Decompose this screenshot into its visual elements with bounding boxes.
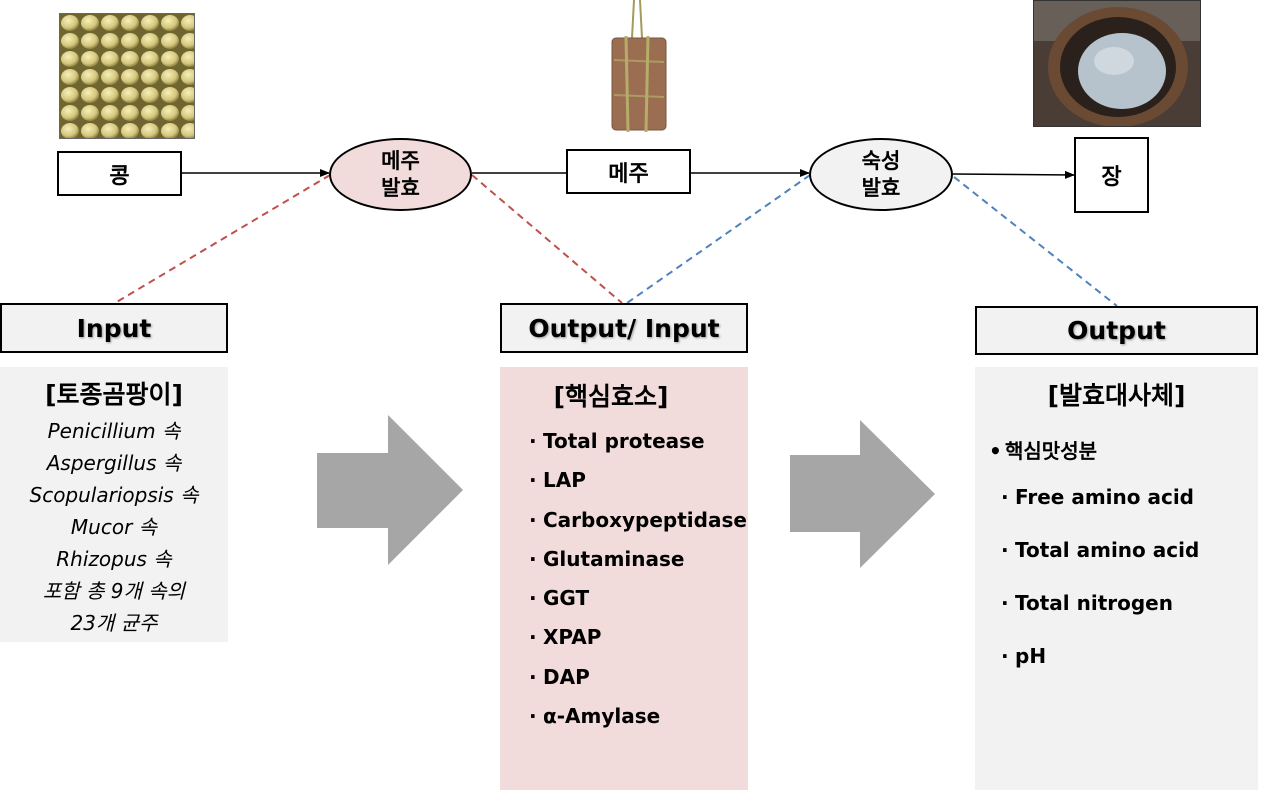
enzyme-label: GGT: [543, 586, 590, 611]
blue-dashed-line-left: [626, 174, 811, 304]
enzyme-label: XPAP: [543, 625, 602, 650]
enzyme-list: ·Total protease ·LAP ·Carboxypeptidase ·…: [500, 422, 748, 736]
enzyme-label: LAP: [543, 468, 586, 493]
metabolite-item: ·pH: [1001, 630, 1258, 683]
enzyme-label: Glutaminase: [543, 546, 685, 571]
soybeans-image: [60, 14, 194, 138]
mold-list: Penicillium 속 Aspergillus 속 Scopulariops…: [0, 415, 228, 639]
blue-dashed-line-right: [953, 176, 1118, 307]
enzyme-item: ·LAP: [529, 461, 748, 500]
bullet-mark: ·: [529, 429, 537, 453]
input-header-label: Input: [76, 313, 152, 343]
soybean-box: 콩: [57, 151, 182, 196]
output-input-header-label: Output/ Input: [528, 313, 720, 343]
mold-item: Mucor 속: [70, 515, 158, 539]
enzyme-label: α-Amylase: [543, 704, 661, 729]
enzyme-label: DAP: [543, 664, 590, 689]
bullet-mark: ·: [529, 586, 537, 611]
enzyme-item: ·Carboxypeptidase: [529, 501, 748, 540]
enzyme-item: ·GGT: [529, 579, 748, 618]
output-header: Output: [975, 306, 1258, 355]
input-panel-title: [토종곰팡이]: [45, 380, 183, 409]
big-arrow-2: [790, 420, 935, 568]
meju-block-image: [611, 0, 667, 133]
mold-item: Scopulariopsis 속: [29, 483, 199, 507]
bullet-mark: ·: [529, 468, 537, 493]
big-arrow-1: [317, 415, 463, 565]
metabolite-label: Free amino acid: [1015, 485, 1194, 509]
bullet-mark: ·: [1001, 644, 1009, 668]
meju-label: 메주: [608, 161, 649, 187]
aging-fermentation-line2: 발효: [861, 175, 901, 200]
metabolite-label: Total nitrogen: [1015, 591, 1173, 615]
mold-item: 포함 총 9개 속의: [42, 579, 186, 603]
meju-box: 메주: [566, 149, 691, 194]
metabolite-panel-title: [발효대사체]: [1047, 381, 1186, 410]
bullet-mark: ·: [1001, 485, 1009, 509]
key-taste-label: 핵심맛성분: [1005, 439, 1097, 463]
metabolite-list: ·Free amino acid ·Total amino acid ·Tota…: [975, 471, 1258, 683]
enzyme-item: ·DAP: [529, 658, 748, 697]
jang-pot-image: [1034, 1, 1200, 126]
bullet-mark: ·: [529, 664, 537, 689]
main-bullet-mark: •: [989, 439, 1002, 463]
meju-fermentation-node: 메주 발효: [329, 138, 472, 211]
bullet-mark: ·: [529, 507, 537, 532]
metabolite-panel: [발효대사체] •핵심맛성분 ·Free amino acid ·Total a…: [975, 367, 1258, 790]
metabolite-item: ·Total nitrogen: [1001, 577, 1258, 630]
metabolite-label: Total amino acid: [1015, 538, 1200, 562]
enzyme-label: Total protease: [543, 429, 705, 453]
output-input-header: Output/ Input: [500, 303, 748, 353]
aging-fermentation-node: 숙성 발효: [809, 138, 953, 211]
jang-box: 장: [1074, 137, 1149, 213]
meju-fermentation-line2: 발효: [381, 175, 420, 200]
input-header: Input: [0, 303, 228, 353]
mold-item: Penicillium 속: [47, 419, 181, 443]
key-taste-heading: •핵심맛성분: [975, 431, 1258, 471]
jang-pot-photo: [1033, 0, 1201, 127]
soybeans-photo: [59, 13, 195, 139]
enzyme-label: Carboxypeptidase: [543, 507, 747, 532]
red-dashed-line-right: [471, 174, 623, 304]
mold-item: 23개 균주: [70, 611, 158, 635]
output-header-label: Output: [1067, 316, 1166, 345]
bullet-mark: ·: [529, 625, 537, 650]
meju-fermentation-line1: 메주: [381, 148, 420, 173]
enzyme-item: ·Glutaminase: [529, 540, 748, 579]
enzyme-panel-title: [핵심효소]: [553, 382, 669, 411]
input-panel: [토종곰팡이] Penicillium 속 Aspergillus 속 Scop…: [0, 367, 228, 642]
enzyme-item: ·α-Amylase: [529, 697, 748, 736]
aging-fermentation-line1: 숙성: [861, 148, 901, 173]
metabolite-item: ·Free amino acid: [1001, 471, 1258, 524]
metabolite-item: ·Total amino acid: [1001, 524, 1258, 577]
metabolite-label: pH: [1015, 644, 1047, 668]
enzyme-item: ·Total protease: [529, 422, 748, 461]
mold-item: Rhizopus 속: [56, 547, 172, 571]
jang-label: 장: [1101, 165, 1122, 190]
mold-item: Aspergillus 속: [46, 451, 182, 475]
enzyme-item: ·XPAP: [529, 618, 748, 657]
enzyme-panel: [핵심효소] ·Total protease ·LAP ·Carboxypept…: [500, 367, 748, 790]
bullet-mark: ·: [529, 704, 537, 729]
flow-arrow-4: [952, 170, 1075, 179]
bullet-mark: ·: [1001, 538, 1009, 562]
bullet-mark: ·: [1001, 591, 1009, 615]
bullet-mark: ·: [529, 546, 537, 571]
soybean-label: 콩: [109, 163, 130, 189]
meju-block-photo: [606, 0, 670, 134]
red-dashed-line-left: [114, 174, 331, 304]
